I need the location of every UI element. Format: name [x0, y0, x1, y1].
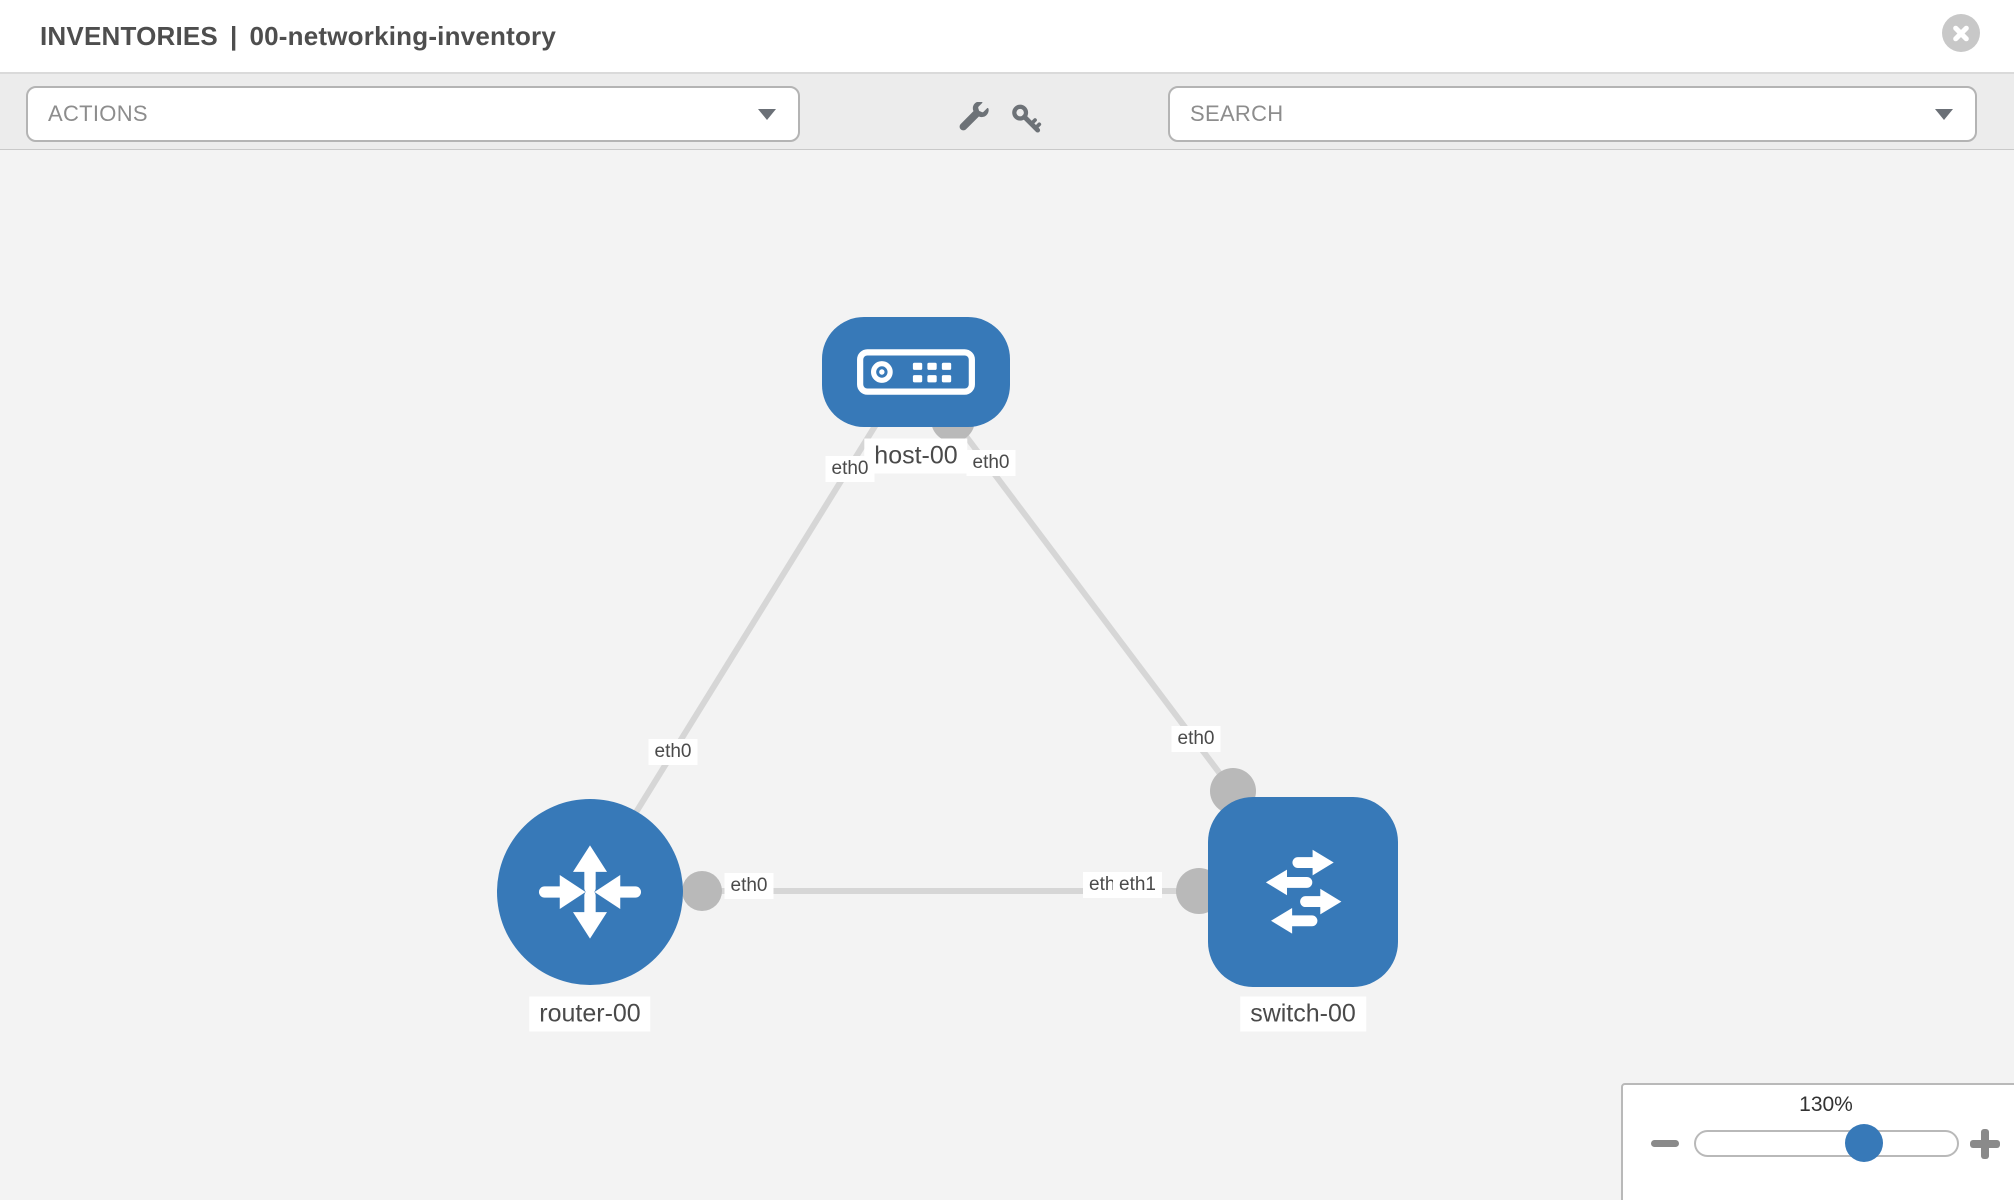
node-host-00[interactable] — [822, 317, 1010, 427]
zoom-control-panel: 130% — [1621, 1083, 2014, 1200]
close-icon[interactable] — [1942, 14, 1980, 52]
page-title: INVENTORIES | 00-networking-inventory — [40, 0, 556, 72]
switch-arrows-icon — [1265, 849, 1342, 934]
wrench-icon[interactable] — [957, 101, 991, 136]
zoom-slider-track[interactable] — [1694, 1130, 1959, 1157]
node-label-host: host-00 — [864, 438, 968, 474]
server-icon — [857, 349, 975, 395]
iface-label-host-eth0-left: eth0 — [825, 456, 875, 482]
iface-label-switch-link-eth0: eth0 — [1171, 726, 1221, 752]
toolbar: ACTIONS SEARCH — [0, 72, 2014, 150]
search-dropdown-label: SEARCH — [1190, 101, 1284, 126]
port-router-eth0 — [682, 871, 722, 911]
iface-label-host-eth0-right: eth0 — [966, 450, 1016, 476]
header: INVENTORIES | 00-networking-inventory — [0, 0, 2014, 72]
iface-label-router-eth0: eth0 — [724, 873, 774, 899]
router-arrows-icon — [538, 845, 642, 939]
key-icon[interactable] — [1009, 102, 1043, 136]
plus-icon[interactable] — [1969, 1128, 2001, 1160]
chevron-down-icon — [1935, 109, 1953, 120]
node-label-switch: switch-00 — [1240, 996, 1366, 1032]
breadcrumb-separator: | — [229, 20, 238, 51]
inventory-name: 00-networking-inventory — [249, 20, 557, 51]
iface-label-switch-eth1: eth1 — [1113, 872, 1162, 898]
node-router-00[interactable] — [497, 799, 683, 985]
zoom-slider-knob[interactable] — [1845, 1124, 1883, 1162]
actions-dropdown-label: ACTIONS — [48, 101, 148, 126]
actions-dropdown[interactable]: ACTIONS — [26, 86, 800, 142]
breadcrumb-section: INVENTORIES — [40, 20, 218, 51]
zoom-level-value: 130% — [1799, 1093, 1853, 1116]
iface-label-router-link-eth0: eth0 — [648, 739, 698, 765]
topology-canvas[interactable] — [0, 151, 2014, 1200]
plus-bar — [1981, 1129, 1989, 1159]
node-switch-00[interactable] — [1208, 797, 1398, 987]
node-label-router: router-00 — [529, 996, 651, 1032]
search-dropdown[interactable]: SEARCH — [1168, 86, 1977, 142]
chevron-down-icon — [758, 109, 776, 120]
minus-icon[interactable] — [1651, 1140, 1679, 1147]
